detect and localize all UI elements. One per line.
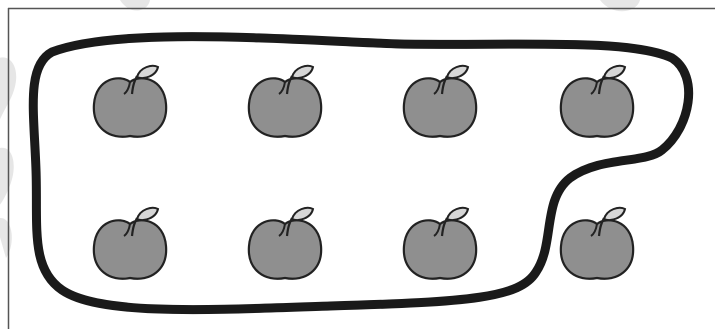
apple-icon <box>559 206 635 280</box>
apple-body <box>92 74 168 138</box>
apple-leaf-icon <box>446 206 469 221</box>
apple-icon <box>559 64 635 138</box>
apple-icon <box>247 64 323 138</box>
apple-body <box>559 74 635 138</box>
apple-body <box>402 216 478 280</box>
apple-icon <box>247 206 323 280</box>
group-loop <box>28 32 694 315</box>
apple-body <box>247 74 323 138</box>
apple-body <box>92 216 168 280</box>
apple-leaf-icon <box>136 206 159 221</box>
apple-body <box>247 216 323 280</box>
apple-body <box>559 216 635 280</box>
apple-icon <box>92 206 168 280</box>
apple-leaf-icon <box>446 64 469 79</box>
apple-leaf-icon <box>603 64 626 79</box>
apple-icon <box>402 206 478 280</box>
page-frame <box>7 7 715 329</box>
apple-leaf-icon <box>603 206 626 221</box>
apple-leaf-icon <box>291 64 314 79</box>
apple-leaf-icon <box>291 206 314 221</box>
apple-leaf-icon <box>136 64 159 79</box>
apple-icon <box>92 64 168 138</box>
apple-grid <box>92 64 635 280</box>
apple-icon <box>402 64 478 138</box>
apple-body <box>402 74 478 138</box>
